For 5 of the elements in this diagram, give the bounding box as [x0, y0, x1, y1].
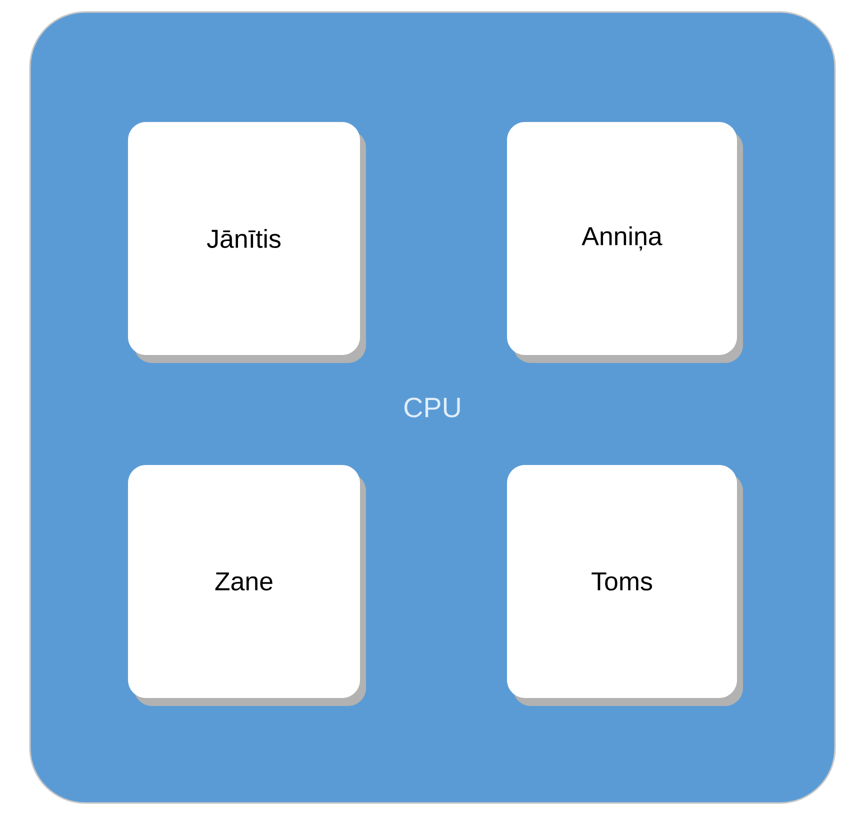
- board-label: CPU: [404, 398, 460, 418]
- core-box: Jānītis: [128, 122, 366, 363]
- core-box: Anniņa: [507, 122, 743, 363]
- core-box: Toms: [507, 465, 743, 706]
- core-box: Zane: [128, 465, 366, 706]
